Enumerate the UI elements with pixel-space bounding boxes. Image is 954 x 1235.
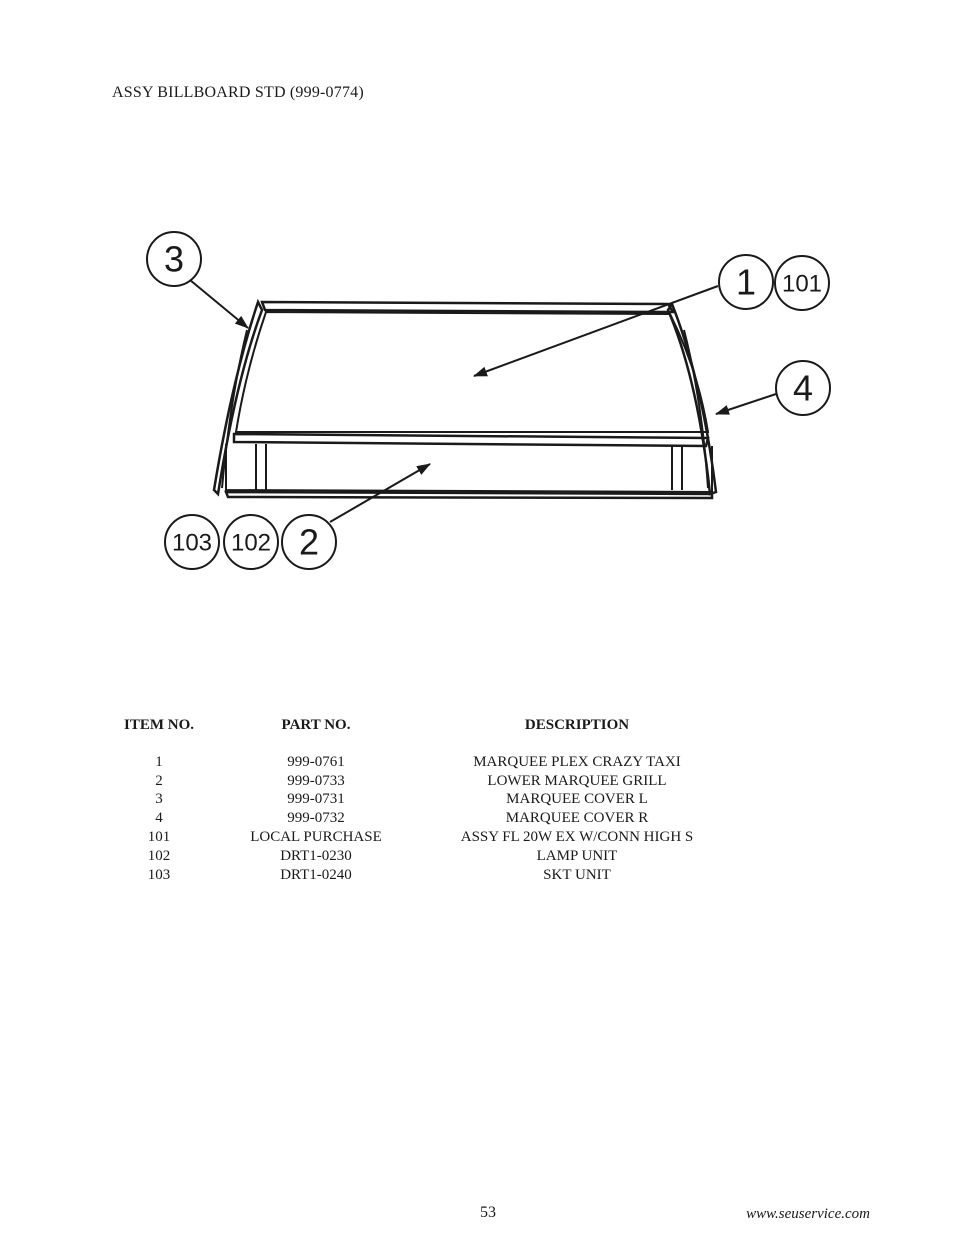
- base-rail: [224, 490, 714, 500]
- callout-label-103: 103: [172, 530, 212, 557]
- parts-table: ITEM NO. PART NO. DESCRIPTION 1 999-0761…: [100, 716, 740, 884]
- callout-labels: 3 1 101 4 103 102 2: [164, 239, 822, 563]
- leader-3: [189, 279, 249, 329]
- header-description: DESCRIPTION: [524, 717, 630, 733]
- item-no-cell: 2: [155, 772, 163, 789]
- callout-label-3: 3: [164, 239, 184, 280]
- callout-label-1: 1: [736, 262, 756, 303]
- mid-rail: [232, 432, 710, 448]
- leader-2: [329, 463, 431, 523]
- part-no-cell: LOCAL PURCHASE: [250, 828, 382, 845]
- description-cell: SKT UNIT: [543, 866, 611, 883]
- parts-table-body: 1 999-0761 MARQUEE PLEX CRAZY TAXI 2 999…: [100, 753, 740, 885]
- header-part-no: PART NO.: [281, 717, 351, 733]
- callout-label-102: 102: [231, 530, 271, 557]
- page-title: ASSY BILLBOARD STD (999-0774): [112, 84, 364, 101]
- table-row: 3 999-0731 MARQUEE COVER L: [100, 790, 740, 809]
- leader-1: [473, 285, 719, 377]
- part-no-cell: DRT1-0230: [280, 847, 352, 864]
- parts-table-header: ITEM NO. PART NO. DESCRIPTION: [100, 716, 740, 753]
- billboard-drawing: [212, 298, 718, 500]
- top-rail: [260, 300, 676, 314]
- description-cell: LAMP UNIT: [536, 847, 618, 864]
- description-cell: LOWER MARQUEE GRILL: [487, 772, 667, 789]
- description-cell: MARQUEE COVER L: [506, 791, 648, 808]
- table-row: 101 LOCAL PURCHASE ASSY FL 20W EX W/CONN…: [100, 828, 740, 847]
- diagram-canvas: 3 1 101 4 103 102 2: [146, 231, 831, 570]
- table-row: 102 DRT1-0230 LAMP UNIT: [100, 847, 740, 866]
- part-no-cell: 999-0732: [287, 810, 345, 827]
- left-cover-inner-edge: [221, 329, 248, 489]
- header-item-no: ITEM NO.: [123, 717, 194, 733]
- callout-circle-101: [774, 255, 830, 311]
- right-cover: [666, 301, 718, 496]
- description-cell: ASSY FL 20W EX W/CONN HIGH S: [460, 828, 694, 845]
- part-no-cell: DRT1-0240: [280, 866, 352, 883]
- callout-circle-102: [223, 514, 279, 570]
- leader-lines: [189, 279, 777, 523]
- table-row: 1 999-0761 MARQUEE PLEX CRAZY TAXI: [100, 753, 740, 772]
- website-url: www.seuservice.com: [746, 1206, 870, 1222]
- item-no-cell: 3: [155, 791, 163, 808]
- lower-grill-frame: [225, 444, 713, 494]
- left-cover: [212, 298, 264, 497]
- right-cover-inner-edge: [683, 329, 709, 489]
- page-number: 53: [480, 1204, 496, 1221]
- description-cell: MARQUEE COVER R: [505, 810, 649, 827]
- table-row: 4 999-0732 MARQUEE COVER R: [100, 809, 740, 828]
- item-no-cell: 101: [147, 828, 171, 845]
- callout-circles: [146, 231, 831, 570]
- part-no-cell: 999-0761: [287, 753, 345, 770]
- table-row: 2 999-0733 LOWER MARQUEE GRILL: [100, 772, 740, 791]
- callout-circle-103: [164, 514, 220, 570]
- callout-circle-4: [775, 360, 831, 416]
- callout-label-101: 101: [782, 271, 822, 298]
- part-no-cell: 999-0731: [287, 791, 345, 808]
- item-no-cell: 1: [155, 753, 163, 770]
- callout-circle-2: [281, 514, 337, 570]
- item-no-cell: 103: [147, 866, 171, 883]
- marquee-plex-panel: [234, 310, 710, 433]
- item-no-cell: 102: [147, 847, 171, 864]
- table-row: 103 DRT1-0240 SKT UNIT: [100, 866, 740, 885]
- callout-circle-1: [718, 254, 774, 310]
- callout-label-4: 4: [793, 368, 813, 409]
- callout-label-2: 2: [299, 522, 319, 563]
- leader-4: [715, 393, 777, 415]
- item-no-cell: 4: [155, 810, 163, 827]
- description-cell: MARQUEE PLEX CRAZY TAXI: [473, 753, 681, 770]
- part-no-cell: 999-0733: [287, 772, 345, 789]
- billboard-assembly-diagram: 3 1 101 4 103 102 2: [146, 231, 831, 570]
- callout-circle-3: [146, 231, 202, 287]
